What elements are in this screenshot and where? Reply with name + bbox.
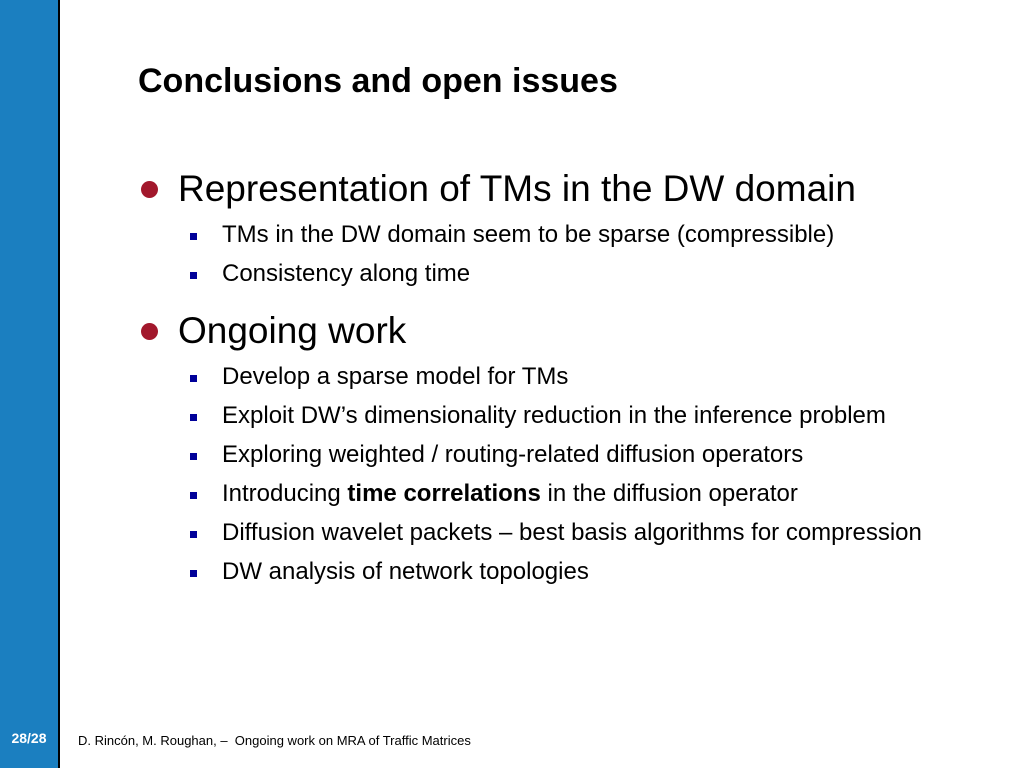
list-item-text: TMs in the DW domain seem to be sparse (…: [222, 221, 835, 248]
square-bullet-icon: [190, 492, 197, 499]
section-ongoing-work: Ongoing work Develop a sparse model for …: [140, 308, 970, 588]
bullet-list: Develop a sparse model for TMs Exploit D…: [140, 360, 970, 588]
list-item-text: Diffusion wavelet packets – best basis a…: [222, 519, 922, 546]
footer-citation: D. Rincón, M. Roughan, – Ongoing work on…: [78, 733, 471, 748]
slide-content: Representation of TMs in the DW domain T…: [140, 166, 970, 606]
section-representation: Representation of TMs in the DW domain T…: [140, 166, 970, 290]
page-number: 28/28: [11, 730, 47, 746]
square-bullet-icon: [190, 453, 197, 460]
square-bullet-icon: [190, 375, 197, 382]
list-item-text: Exploring weighted / routing-related dif…: [222, 441, 804, 468]
list-item: Develop a sparse model for TMs: [140, 360, 970, 393]
section-heading-text: Ongoing work: [178, 310, 407, 351]
bullet-list: TMs in the DW domain seem to be sparse (…: [140, 218, 970, 290]
square-bullet-icon: [190, 531, 197, 538]
round-bullet-icon: [141, 323, 158, 340]
list-item-text: Consistency along time: [222, 260, 471, 287]
list-item: Exploring weighted / routing-related dif…: [140, 438, 970, 471]
list-item-text: Exploit DW’s dimensionality reduction in…: [222, 402, 886, 429]
slide-title: Conclusions and open issues: [138, 62, 618, 100]
section-heading: Representation of TMs in the DW domain: [140, 166, 970, 212]
square-bullet-icon: [190, 272, 197, 279]
section-heading: Ongoing work: [140, 308, 970, 354]
list-item: Consistency along time: [140, 257, 970, 290]
sidebar-bar: 28/28: [0, 0, 60, 768]
list-item: TMs in the DW domain seem to be sparse (…: [140, 218, 970, 251]
list-item: Introducing time correlations in the dif…: [140, 477, 970, 510]
list-item: Exploit DW’s dimensionality reduction in…: [140, 399, 970, 432]
list-item: DW analysis of network topologies: [140, 555, 970, 588]
list-item-text-suffix: in the diffusion operator: [540, 480, 798, 507]
list-item-text: Develop a sparse model for TMs: [222, 363, 569, 390]
section-heading-text: Representation of TMs in the DW domain: [178, 168, 856, 209]
list-item-text-prefix: Introducing: [222, 480, 348, 507]
round-bullet-icon: [141, 181, 158, 198]
list-item: Diffusion wavelet packets – best basis a…: [140, 516, 970, 549]
square-bullet-icon: [190, 570, 197, 577]
square-bullet-icon: [190, 233, 197, 240]
list-item-emphasis: time correlations: [347, 480, 541, 507]
square-bullet-icon: [190, 414, 197, 421]
list-item-text: DW analysis of network topologies: [222, 558, 589, 585]
